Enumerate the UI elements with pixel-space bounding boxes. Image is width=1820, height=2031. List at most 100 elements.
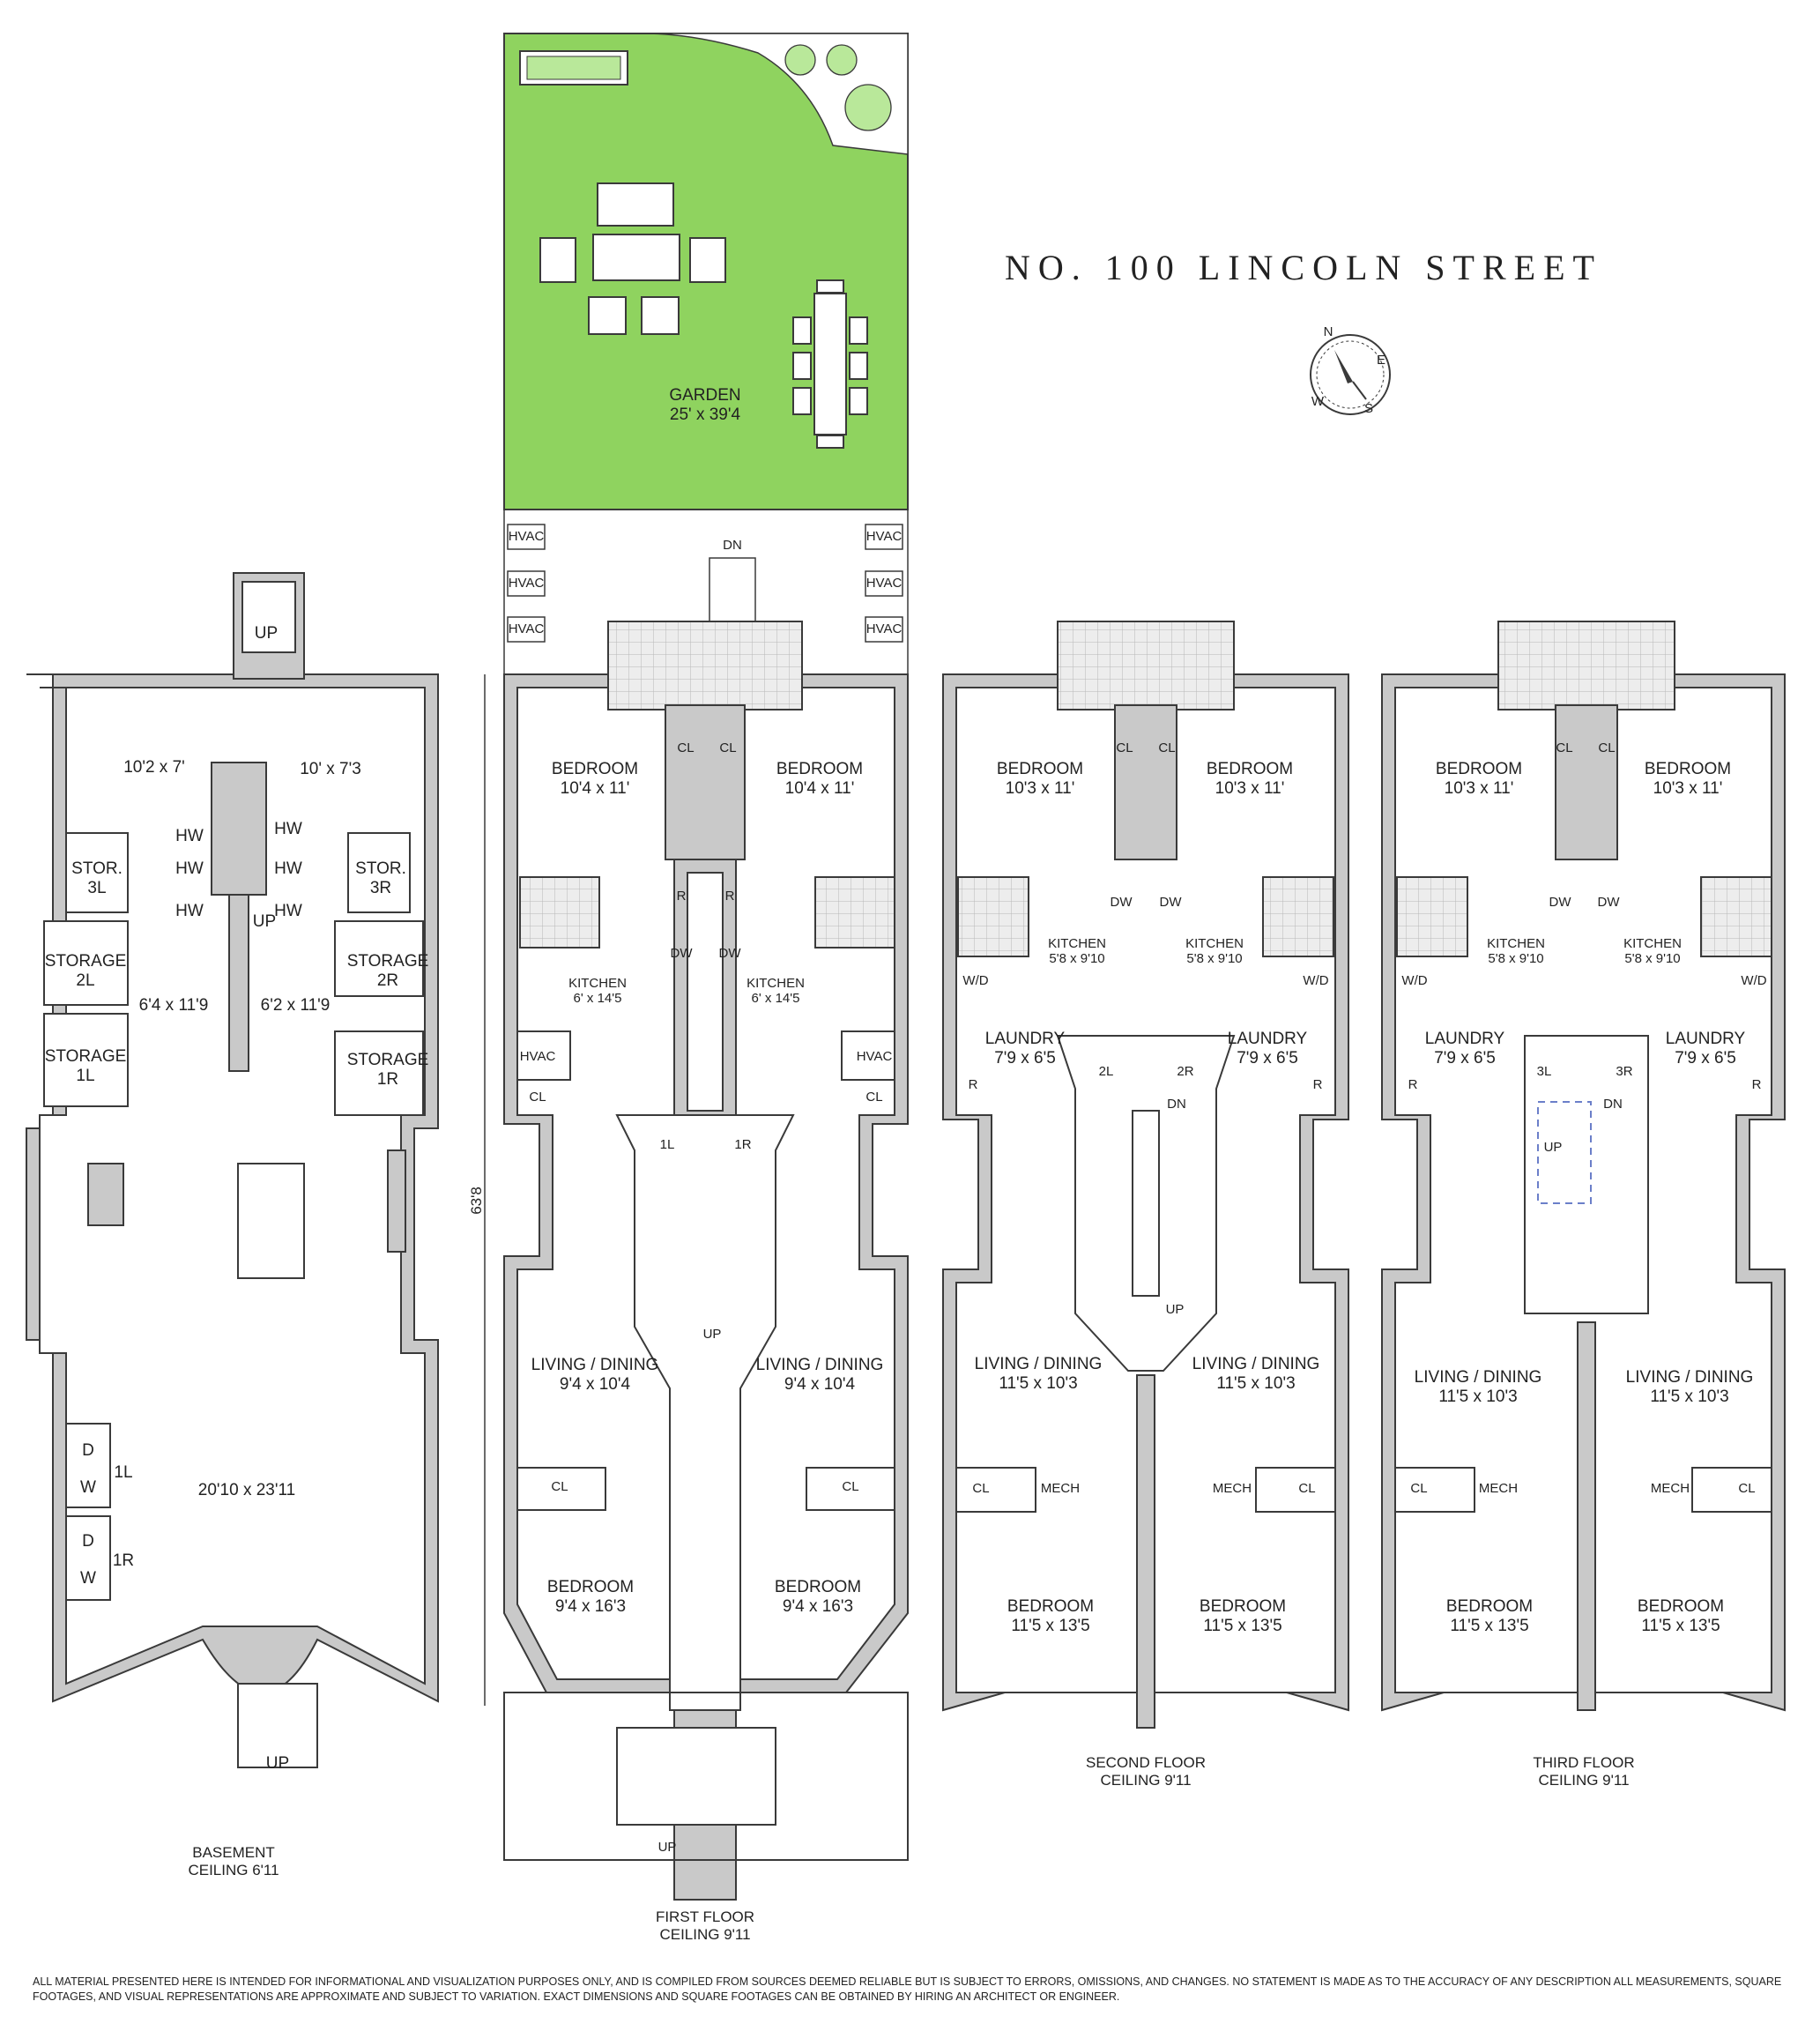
garden-name: GARDEN	[669, 386, 741, 405]
ff-living-right: LIVING / DINING 9'4 x 10'4	[756, 1356, 884, 1395]
tf-laundry-left: LAUNDRY 7'9 x 6'5	[1425, 1030, 1504, 1068]
ff-hvac-1: HVAC	[508, 529, 545, 544]
tf-bedroom-front-right-name: BEDROOM	[1637, 1597, 1725, 1616]
tf-bedroom-front-right: BEDROOM 11'5 x 13'5	[1638, 1597, 1724, 1636]
ff-fridge-right: R	[724, 889, 735, 904]
storage-2r-line2: 2R	[376, 971, 399, 990]
ff-kitchen-left-name: KITCHEN	[568, 976, 627, 991]
sf-bedroom-front-right-name: BEDROOM	[1199, 1597, 1287, 1616]
sf-laundry-right: LAUNDRY 7'9 x 6'5	[1228, 1030, 1307, 1068]
tf-wd-right: W/D	[1741, 973, 1767, 988]
basement-washer-1l: W	[80, 1478, 96, 1497]
tf-wd-left: W/D	[1401, 973, 1428, 988]
ff-bedroom-front-left: BEDROOM 9'4 x 16'3	[547, 1578, 634, 1617]
storage-1r-line2: 1R	[376, 1069, 399, 1089]
basement-room-mid-left: 6'4 x 11'9	[138, 996, 209, 1015]
ff-bedroom-front-left-dims: 9'4 x 16'3	[554, 1596, 627, 1616]
compass-letter-s: S	[1363, 401, 1374, 416]
sf-kitchen-right-dims: 5'8 x 9'10	[1186, 951, 1243, 967]
ff-living-left-name: LIVING / DINING	[531, 1356, 659, 1374]
tf-bedroom-rear-right: BEDROOM 10'3 x 11'	[1645, 760, 1731, 799]
sf-living-right: LIVING / DINING 11'5 x 10'3	[1192, 1355, 1320, 1394]
sf-dw-left: DW	[1110, 895, 1133, 910]
tf-fridge-left: R	[1408, 1077, 1418, 1092]
sf-fridge-right: R	[1312, 1077, 1323, 1092]
compass-letter-w: W	[1311, 394, 1325, 409]
sf-kitchen-right-name: KITCHEN	[1185, 936, 1244, 951]
ff-living-left-dims: 9'4 x 10'4	[559, 1374, 631, 1394]
tf-kitchen-left: KITCHEN 5'8 x 9'10	[1487, 936, 1545, 967]
sf-bedroom-rear-left: BEDROOM 10'3 x 11'	[997, 760, 1083, 799]
sf-kitchen-left-dims: 5'8 x 9'10	[1049, 951, 1105, 967]
ff-bedroom-front-right: BEDROOM 9'4 x 16'3	[775, 1578, 861, 1617]
first-floor-caption-name: FIRST FLOOR	[655, 1908, 755, 1925]
basement-dryer-1l: D	[82, 1441, 94, 1460]
tf-unit-3r-marker: 3R	[1616, 1064, 1633, 1079]
ff-hvac-left: HVAC	[519, 1049, 556, 1064]
ff-kitchen-left-dims: 6' x 14'5	[573, 991, 622, 1007]
sf-wd-right: W/D	[1303, 973, 1329, 988]
sf-bedroom-front-left: BEDROOM 11'5 x 13'5	[1007, 1597, 1094, 1636]
tf-laundry-right-dims: 7'9 x 6'5	[1675, 1048, 1736, 1068]
sf-cl-rear-right: CL	[1158, 740, 1176, 755]
tf-bedroom-front-right-dims: 11'5 x 13'5	[1641, 1616, 1720, 1635]
sf-dn-label: DN	[1167, 1097, 1186, 1112]
third-floor-plan	[1381, 621, 1786, 1712]
basement-caption: BASEMENT CEILING 6'11	[188, 1844, 279, 1880]
basement-unit-1l: 1L	[114, 1463, 133, 1482]
stor-3r-line2: 3R	[369, 878, 392, 897]
tf-kitchen-right: KITCHEN 5'8 x 9'10	[1623, 936, 1682, 967]
basement-washer-1r: W	[80, 1569, 96, 1588]
tf-living-left-name: LIVING / DINING	[1414, 1368, 1542, 1387]
tf-up-label: UP	[1543, 1140, 1563, 1155]
property-title: NO. 100 LINCOLN STREET	[1005, 248, 1602, 287]
third-floor-caption-ceiling: CEILING 9'11	[1538, 1772, 1630, 1789]
ff-hvac-6: HVAC	[865, 621, 903, 636]
ff-bedroom-rear-right-dims: 10'4 x 11'	[784, 778, 855, 798]
sf-kitchen-left-name: KITCHEN	[1048, 936, 1106, 951]
sf-living-left: LIVING / DINING 11'5 x 10'3	[975, 1355, 1103, 1394]
basement-dryer-1r: D	[82, 1532, 94, 1551]
tf-cl-front-left: CL	[1410, 1481, 1428, 1496]
sf-bedroom-rear-left-name: BEDROOM	[996, 760, 1084, 778]
ff-kitchen-right-dims: 6' x 14'5	[751, 991, 800, 1007]
ff-bedroom-rear-left-dims: 10'4 x 11'	[560, 778, 630, 798]
basement-stor-3l: STOR. 3L	[71, 859, 123, 898]
tf-cl-rear-right: CL	[1598, 740, 1616, 755]
garden-dims: 25' x 39'4	[669, 405, 741, 424]
stor-3l-line1: STOR.	[71, 859, 123, 878]
basement-storage-2l: STORAGE 2L	[45, 952, 127, 991]
ff-cl-front-right: CL	[842, 1479, 859, 1494]
tf-kitchen-right-dims: 5'8 x 9'10	[1624, 951, 1681, 967]
sf-bedroom-front-right-dims: 11'5 x 13'5	[1203, 1616, 1282, 1635]
sf-bedroom-rear-left-dims: 10'3 x 11'	[1005, 778, 1075, 798]
sf-living-left-name: LIVING / DINING	[974, 1355, 1103, 1373]
ff-bedroom-rear-right-name: BEDROOM	[776, 760, 864, 778]
ff-bedroom-rear-left: BEDROOM 10'4 x 11'	[552, 760, 638, 799]
sf-laundry-right-dims: 7'9 x 6'5	[1237, 1048, 1298, 1068]
sf-living-left-dims: 11'5 x 10'3	[999, 1373, 1078, 1393]
third-floor-caption: THIRD FLOOR CEILING 9'11	[1533, 1754, 1634, 1790]
garden-label: GARDEN 25' x 39'4	[669, 386, 740, 425]
storage-2l-line2: 2L	[76, 971, 95, 990]
second-floor-caption-ceiling: CEILING 9'11	[1100, 1772, 1192, 1789]
compass-letter-n: N	[1323, 324, 1333, 339]
tf-living-right: LIVING / DINING 11'5 x 10'3	[1626, 1368, 1754, 1407]
basement-up-rear-label: UP	[254, 624, 279, 643]
ff-dn-label: DN	[723, 538, 742, 553]
basement-storage-1l: STORAGE 1L	[45, 1047, 127, 1086]
sf-bedroom-front-right: BEDROOM 11'5 x 13'5	[1200, 1597, 1286, 1636]
ff-living-right-dims: 9'4 x 10'4	[784, 1374, 856, 1394]
sf-laundry-left: LAUNDRY 7'9 x 6'5	[985, 1030, 1065, 1068]
ff-kitchen-right-name: KITCHEN	[747, 976, 805, 991]
ff-bedroom-rear-left-name: BEDROOM	[551, 760, 639, 778]
tf-bedroom-rear-right-dims: 10'3 x 11'	[1653, 778, 1723, 798]
ff-dw-right: DW	[718, 946, 741, 961]
ff-dw-left: DW	[670, 946, 693, 961]
sf-living-right-dims: 11'5 x 10'3	[1216, 1373, 1296, 1393]
tf-living-left-dims: 11'5 x 10'3	[1438, 1387, 1518, 1406]
sf-bedroom-rear-right-name: BEDROOM	[1206, 760, 1294, 778]
tf-bedroom-rear-right-name: BEDROOM	[1644, 760, 1732, 778]
basement-room-main: 20'10 x 23'11	[197, 1481, 296, 1499]
